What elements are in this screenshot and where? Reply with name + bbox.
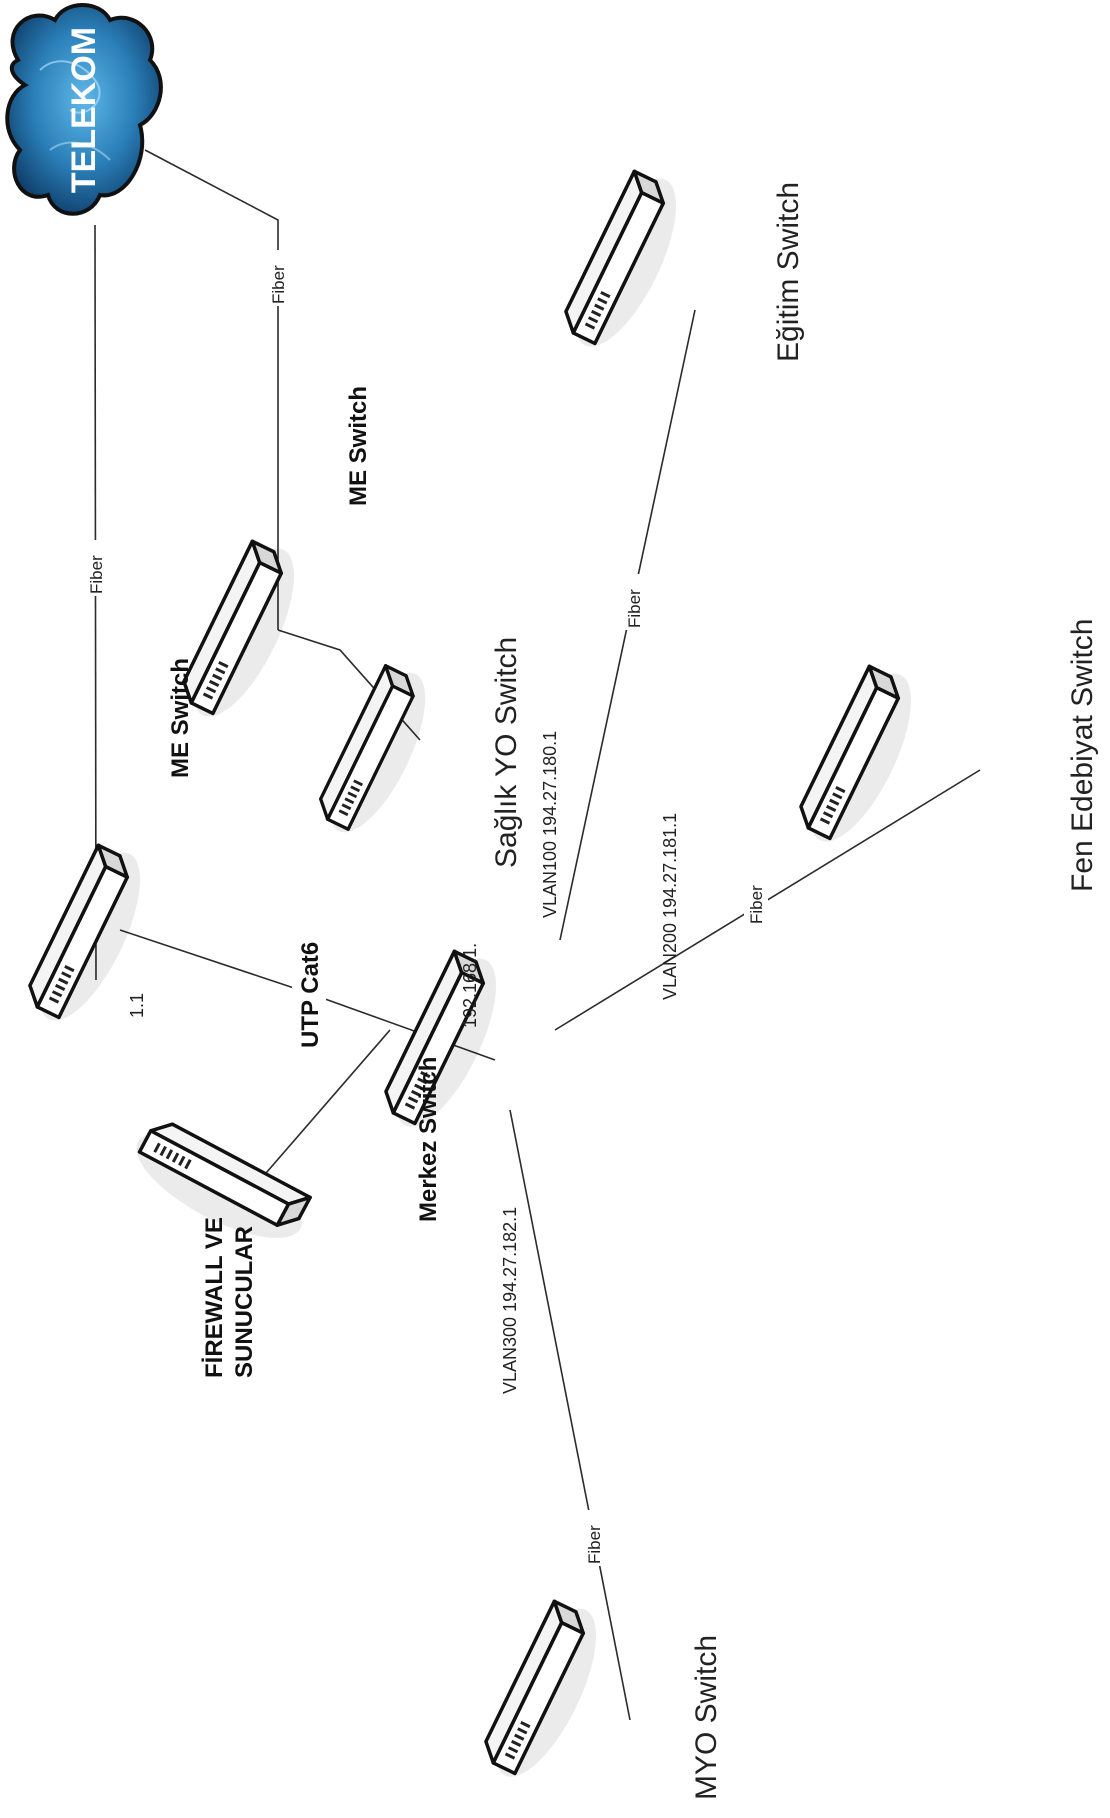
switch-egitim (552, 163, 699, 362)
vlan300-label: VLAN300 194.27.182.1 (500, 1207, 520, 1394)
utp-label: UTP Cat6 (297, 942, 324, 1048)
ip-label-part1: 192.168.1. (460, 943, 480, 1028)
edge-label-utp: UTP Cat6 (292, 922, 326, 1052)
saglik-switch-label: Sağlık YO Switch (490, 637, 523, 868)
edge-label-merkez-myo: Fiber (582, 1510, 606, 1566)
cloud-shape (5, 3, 163, 216)
cloud-label: TELEKOM (65, 27, 103, 193)
edge-label-telekom-me-left: Fiber (84, 540, 108, 596)
vlan100-label: VLAN100 194.27.180.1 (540, 731, 560, 918)
fiber-label-myo: Fiber (585, 1525, 604, 1564)
fiber-label-left: Fiber (87, 555, 106, 594)
switch-fen (787, 658, 934, 857)
fiber-label-fen: Fiber (747, 885, 766, 924)
egitim-switch-label: Eğitim Switch (772, 182, 805, 362)
me-switch-upper-label: ME Switch (345, 386, 372, 506)
ip-label-part2: 1.1 (127, 993, 147, 1018)
myo-switch-label: MYO Switch (690, 1635, 723, 1800)
switch-myo (472, 1593, 619, 1792)
switch-saglik (308, 658, 447, 847)
switch-merkez (372, 943, 519, 1142)
me-switch-left-label: ME Switch (167, 658, 194, 778)
link-merkez-firewall (259, 1029, 391, 1181)
edge-label-telekom-me-upper: Fiber (266, 250, 290, 306)
fiber-label-upper: Fiber (269, 265, 288, 304)
link-telekom-me-upper (144, 149, 279, 630)
fen-switch-label: Fen Edebiyat Switch (1066, 619, 1099, 892)
vlan200-label: VLAN200 194.27.181.1 (660, 813, 680, 1000)
firewall-label-line2: SUNUCULAR (231, 1226, 258, 1378)
telekom-cloud: TELEKOM (5, 3, 163, 216)
fiber-label-egitim: Fiber (625, 589, 644, 628)
link-merkez-myo (509, 1109, 631, 1721)
connection-lines (94, 149, 981, 1721)
firewall-label-line1: FİREWALL VE (201, 1217, 228, 1378)
edge-label-merkez-egitim: Fiber (622, 574, 646, 630)
merkez-switch-label: Merkez Switch (415, 1057, 442, 1222)
edge-label-merkez-fen: Fiber (744, 870, 768, 926)
